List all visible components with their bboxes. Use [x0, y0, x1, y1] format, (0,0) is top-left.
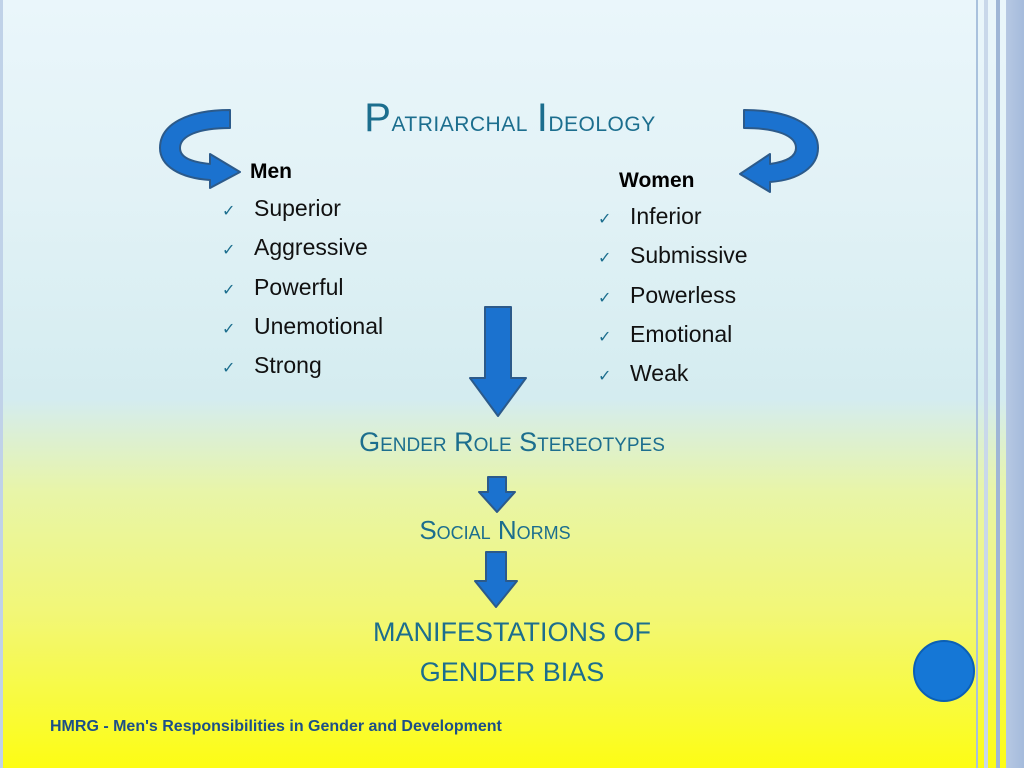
- list-item: ✓Unemotional: [222, 312, 384, 339]
- men-heading: Men: [250, 160, 292, 183]
- checkmark-icon: ✓: [598, 211, 612, 228]
- checkmark-icon: ✓: [598, 368, 612, 386]
- list-item: ✓Powerless: [598, 281, 737, 308]
- checkmark-icon: ✓: [222, 320, 236, 338]
- right-stripe: [984, 0, 988, 768]
- down-arrow-icon: [469, 306, 527, 417]
- checkmark-icon: ✓: [598, 328, 612, 346]
- right-stripe: [996, 0, 1000, 768]
- checkmark-icon: ✓: [598, 250, 612, 268]
- curved-arrow-icon: [159, 109, 241, 189]
- list-item: ✓Powerful: [222, 273, 344, 300]
- women-heading: Women: [619, 169, 695, 192]
- list-item: ✓Submissive: [598, 242, 748, 269]
- manifestations-label: MANIFESTATIONS OF GENDER BIAS: [372, 617, 651, 687]
- slide-title: Patriarchal Ideology: [364, 96, 656, 140]
- right-stripe: [976, 0, 978, 768]
- list-item: ✓Emotional: [598, 320, 733, 347]
- checkmark-icon: ✓: [222, 242, 236, 260]
- right-stripe: [1006, 0, 1024, 768]
- list-item: ✓Superior: [222, 195, 341, 221]
- footer-text: HMRG - Men's Responsibilities in Gender …: [50, 718, 502, 735]
- men-list: ✓Superior ✓Aggressive ✓Powerful ✓Unemoti…: [222, 195, 383, 391]
- women-list: ✓Inferior ✓Submissive ✓Powerless ✓Emotio…: [598, 203, 748, 399]
- checkmark-icon: ✓: [222, 281, 236, 299]
- checkmark-icon: ✓: [222, 203, 236, 220]
- list-item: ✓Inferior: [598, 203, 702, 229]
- list-item: ✓Weak: [598, 360, 689, 387]
- left-edge-stripe: [0, 0, 3, 768]
- checkmark-icon: ✓: [222, 360, 236, 378]
- list-item: ✓Strong: [222, 352, 322, 379]
- curved-arrow-icon: [739, 109, 819, 193]
- checkmark-icon: ✓: [598, 289, 612, 307]
- down-arrow-icon: [474, 551, 518, 608]
- down-arrow-icon: [478, 476, 516, 513]
- social-norms-label: Social Norms: [419, 515, 571, 545]
- list-item: ✓Aggressive: [222, 234, 368, 261]
- decorative-circle: [913, 640, 975, 702]
- gender-role-stereotypes-label: Gender Role Stereotypes: [359, 427, 665, 457]
